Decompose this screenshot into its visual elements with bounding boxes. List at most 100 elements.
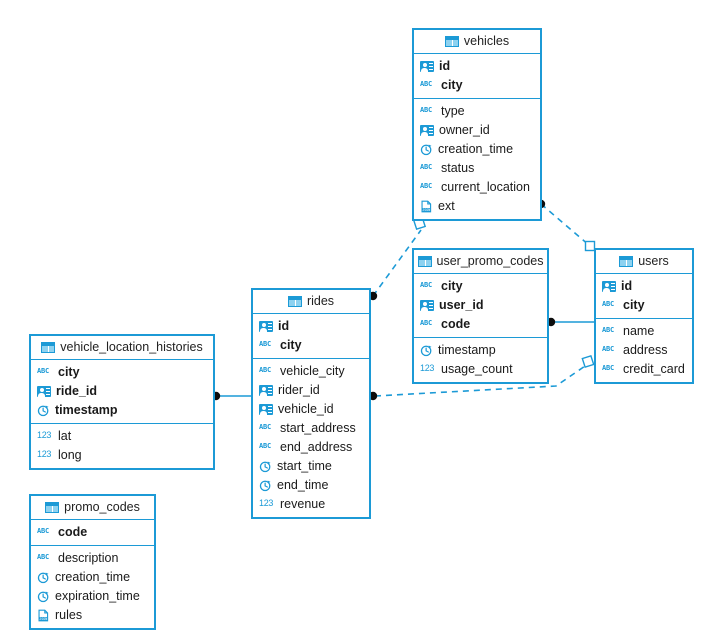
field-row-vehicle_location_histories-ride_id[interactable]: ride_id xyxy=(31,382,213,401)
field-row-vehicles-creation_time[interactable]: creation_time xyxy=(414,140,540,159)
field-label: current_location xyxy=(441,180,530,195)
field-label: rider_id xyxy=(278,383,320,398)
field-row-promo_codes-creation_time[interactable]: creation_time xyxy=(31,568,154,587)
abc-text-icon: ABC xyxy=(37,366,50,375)
numeric-123-icon: 123 xyxy=(37,448,52,459)
field-row-vehicles-city[interactable]: ABC city xyxy=(414,76,540,95)
field-row-rides-id[interactable]: id xyxy=(253,317,369,336)
abc-text-icon: ABC xyxy=(420,79,433,88)
field-row-promo_codes-expiration_time[interactable]: expiration_time xyxy=(31,587,154,606)
field-label: end_address xyxy=(280,440,353,455)
numeric-123-icon: 123 xyxy=(420,362,435,373)
relationship-vlh-to-rides[interactable] xyxy=(211,391,253,401)
field-label: city xyxy=(623,298,645,313)
table-header-vehicles[interactable]: vehicles xyxy=(414,30,540,54)
table-header-user_promo_codes[interactable]: user_promo_codes xyxy=(414,250,547,274)
field-row-users-id[interactable]: id xyxy=(596,277,692,296)
field-row-vehicle_location_histories-timestamp[interactable]: timestamp xyxy=(31,401,213,420)
field-row-rides-rider_id[interactable]: rider_id xyxy=(253,381,369,400)
table-grid-icon xyxy=(619,256,634,267)
field-row-rides-vehicle_id[interactable]: vehicle_id xyxy=(253,400,369,419)
field-label: city xyxy=(280,338,302,353)
field-label: code xyxy=(441,317,471,332)
abc-text-icon: ABC xyxy=(37,552,50,561)
field-row-promo_codes-description[interactable]: ABC description xyxy=(31,549,154,568)
field-label: start_time xyxy=(277,459,332,474)
abc-text-icon: ABC xyxy=(420,280,433,289)
json-doc-icon: JSON xyxy=(420,200,433,213)
abc-text-icon: ABC xyxy=(259,422,272,431)
abc-text-icon: ABC xyxy=(37,526,50,535)
field-row-rides-end_address[interactable]: ABC end_address xyxy=(253,438,369,457)
clock-icon xyxy=(37,590,50,603)
field-row-user_promo_codes-timestamp[interactable]: timestamp xyxy=(414,341,547,360)
table-grid-icon xyxy=(287,296,302,307)
field-label: end_time xyxy=(277,478,329,493)
abc-text-icon: ABC xyxy=(602,299,615,308)
field-label: type xyxy=(441,104,465,119)
clock-icon xyxy=(420,143,433,156)
abc-text-icon: ABC xyxy=(602,344,615,353)
field-row-users-city[interactable]: ABC city xyxy=(596,296,692,315)
clock-icon xyxy=(37,571,50,584)
relationship-vehicles-to-users[interactable] xyxy=(536,199,596,252)
table-grid-icon xyxy=(444,36,459,47)
field-label: city xyxy=(441,78,463,93)
abc-text-icon: ABC xyxy=(259,441,272,450)
table-title: vehicle_location_histories xyxy=(60,340,203,355)
abc-text-icon: ABC xyxy=(420,162,433,171)
field-row-rides-end_time[interactable]: end_time xyxy=(253,476,369,495)
field-label: description xyxy=(58,551,119,566)
abc-text-icon: ABC xyxy=(259,365,272,374)
table-header-vehicle_location_histories[interactable]: vehicle_location_histories xyxy=(31,336,213,360)
field-row-rides-start_time[interactable]: start_time xyxy=(253,457,369,476)
field-label: lat xyxy=(58,429,72,444)
field-row-vehicles-id[interactable]: id xyxy=(414,57,540,76)
field-row-rides-vehicle_city[interactable]: ABC vehicle_city xyxy=(253,362,369,381)
field-row-user_promo_codes-code[interactable]: ABC code xyxy=(414,315,547,334)
table-title: users xyxy=(638,254,669,269)
table-title: rides xyxy=(306,294,335,309)
table-header-users[interactable]: users xyxy=(596,250,692,274)
relationship-user-promo-codes-to-users[interactable] xyxy=(546,317,596,327)
person-badge-icon xyxy=(602,281,616,292)
field-label: owner_id xyxy=(439,123,490,138)
field-row-vehicles-owner_id[interactable]: owner_id xyxy=(414,121,540,140)
clock-icon xyxy=(37,404,50,417)
field-label: vehicle_city xyxy=(280,364,345,379)
field-label: creation_time xyxy=(55,570,131,585)
table-header-promo_codes[interactable]: promo_codes xyxy=(31,496,154,520)
person-badge-icon xyxy=(259,321,273,332)
field-row-user_promo_codes-user_id[interactable]: user_id xyxy=(414,296,547,315)
abc-text-icon: ABC xyxy=(420,318,433,327)
table-header-rides[interactable]: rides xyxy=(253,290,369,314)
